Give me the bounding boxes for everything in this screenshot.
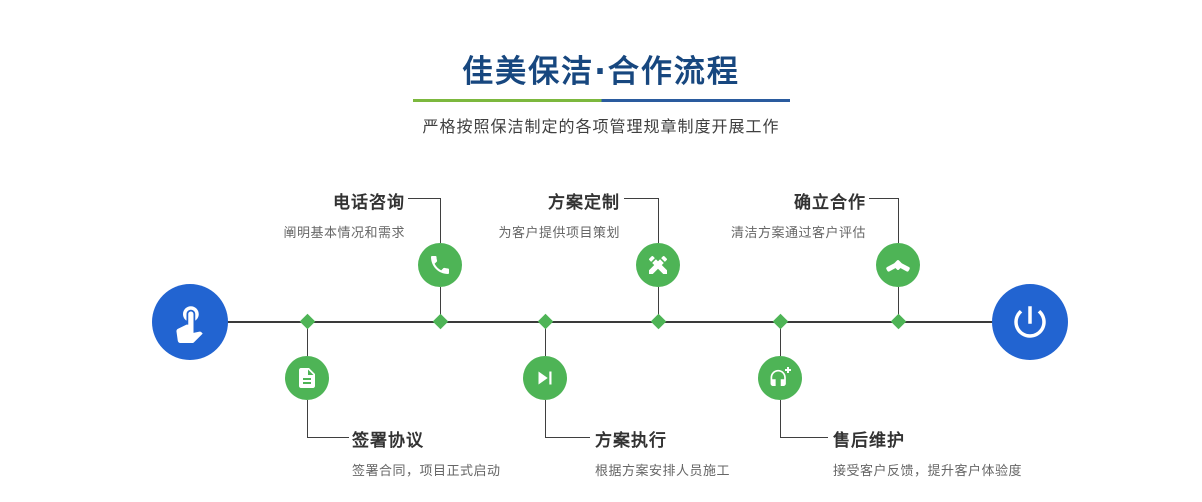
connector — [898, 287, 899, 322]
timeline-line — [200, 321, 1030, 323]
step-label-execute: 方案执行 根据方案安排人员施工 — [595, 426, 855, 479]
step-node-contract — [285, 356, 329, 400]
connector — [440, 287, 441, 322]
connector — [658, 198, 659, 243]
title-divider — [413, 99, 790, 102]
step-desc: 为客户提供项目策划 — [498, 226, 620, 241]
step-title: 方案定制 — [548, 193, 620, 213]
connector — [307, 437, 349, 438]
connector — [780, 437, 828, 438]
step-label-aftersale: 售后维护 接受客户反馈，提升客户体验度 — [833, 426, 1093, 479]
timeline-junction-diamond — [299, 313, 316, 330]
step-label-design: 方案定制 为客户提供项目策划 — [400, 188, 620, 241]
connector — [545, 437, 590, 438]
step-label-handshake: 确立合作 清洁方案通过客户评估 — [646, 188, 866, 241]
connector — [780, 323, 781, 356]
connector — [440, 198, 441, 243]
timeline-start-node — [152, 284, 228, 360]
step-title: 确立合作 — [794, 193, 866, 213]
connector — [307, 400, 308, 438]
connector — [869, 198, 899, 199]
connector — [545, 323, 546, 356]
contract-icon — [295, 366, 319, 390]
step-label-phone: 电话咨询 阐明基本情况和需求 — [185, 188, 405, 241]
connector — [307, 323, 308, 356]
connector — [408, 198, 441, 199]
phone-icon — [428, 253, 452, 277]
step-desc: 阐明基本情况和需求 — [283, 226, 405, 241]
step-desc: 接受客户反馈，提升客户体验度 — [833, 464, 1023, 479]
step-node-handshake — [876, 243, 920, 287]
power-icon — [1009, 301, 1051, 343]
page-title: 佳美保洁·合作流程 — [462, 54, 740, 90]
hand-pointer-icon — [169, 301, 211, 343]
headset-plus-icon — [768, 366, 792, 390]
timeline-junction-diamond — [890, 313, 907, 330]
step-title: 签署协议 — [352, 431, 424, 451]
step-desc: 清洁方案通过客户评估 — [730, 226, 866, 241]
step-node-phone — [418, 243, 462, 287]
step-title: 方案执行 — [595, 431, 667, 451]
step-node-execute — [523, 356, 567, 400]
step-label-contract: 签署协议 签署合同，项目正式启动 — [352, 426, 612, 479]
timeline-junction-diamond — [772, 313, 789, 330]
play-forward-icon — [532, 365, 558, 391]
connector — [545, 400, 546, 438]
page-subtitle: 严格按照保洁制定的各项管理规章制度开展工作 — [422, 117, 780, 136]
connector — [658, 287, 659, 322]
step-title: 电话咨询 — [333, 193, 405, 213]
step-node-design — [636, 243, 680, 287]
step-node-aftersale — [758, 356, 802, 400]
connector — [780, 400, 781, 438]
step-desc: 根据方案安排人员施工 — [595, 464, 731, 479]
step-desc: 签署合同，项目正式启动 — [352, 464, 501, 479]
timeline-end-node — [992, 284, 1068, 360]
timeline-junction-diamond — [537, 313, 554, 330]
crossed-pencils-icon — [646, 253, 670, 277]
connector — [898, 198, 899, 243]
handshake-icon — [885, 252, 911, 278]
step-title: 售后维护 — [833, 431, 905, 451]
timeline-junction-diamond — [650, 313, 667, 330]
connector — [624, 198, 659, 199]
timeline-junction-diamond — [432, 313, 449, 330]
